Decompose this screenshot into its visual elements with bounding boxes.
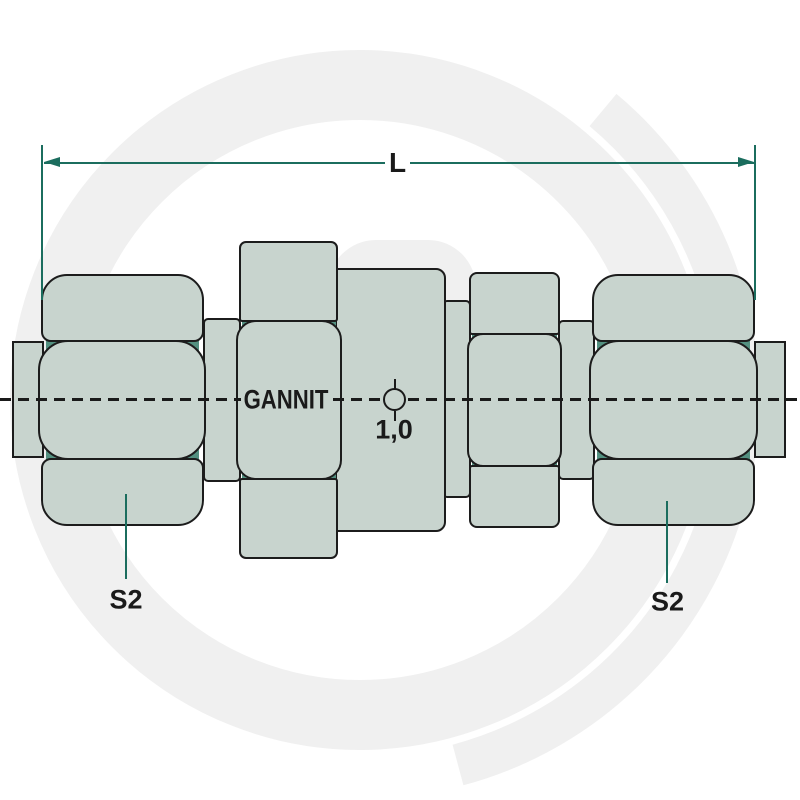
right-nut-bottom-facet xyxy=(592,458,755,526)
centerline-segment-left xyxy=(0,398,241,401)
length-dimension-label: L xyxy=(388,147,407,178)
dimension-arrow-right-icon xyxy=(738,157,754,168)
extension-line-left xyxy=(40,145,43,300)
left-nut-bottom-facet xyxy=(41,458,204,526)
center-hex-top-facet xyxy=(239,241,338,322)
dimension-arrow-left-icon xyxy=(44,157,60,168)
small-hex-bottom-facet xyxy=(469,465,560,528)
centerline-segment-right xyxy=(408,398,800,401)
wrench-size-label-left: S2 xyxy=(109,584,143,615)
leader-line-left xyxy=(124,494,127,579)
orifice-tick-top xyxy=(393,379,396,389)
brand-marking: GANNIT xyxy=(243,384,329,415)
orifice-tick-bottom xyxy=(393,411,396,421)
dimension-line-left-segment xyxy=(44,161,385,165)
centerline-segment-middle xyxy=(333,398,381,401)
orifice-circle xyxy=(383,388,406,411)
wrench-size-label-right: S2 xyxy=(650,586,685,617)
orifice-label: 1,0 xyxy=(375,414,413,445)
extension-line-right xyxy=(753,145,756,300)
small-hex-top-facet xyxy=(469,272,560,335)
right-nut-top-facet xyxy=(592,274,755,342)
left-nut-top-facet xyxy=(41,274,204,342)
center-hex-bottom-facet xyxy=(239,478,338,559)
leader-line-right xyxy=(666,501,668,583)
dimension-line-right-segment xyxy=(410,161,754,165)
